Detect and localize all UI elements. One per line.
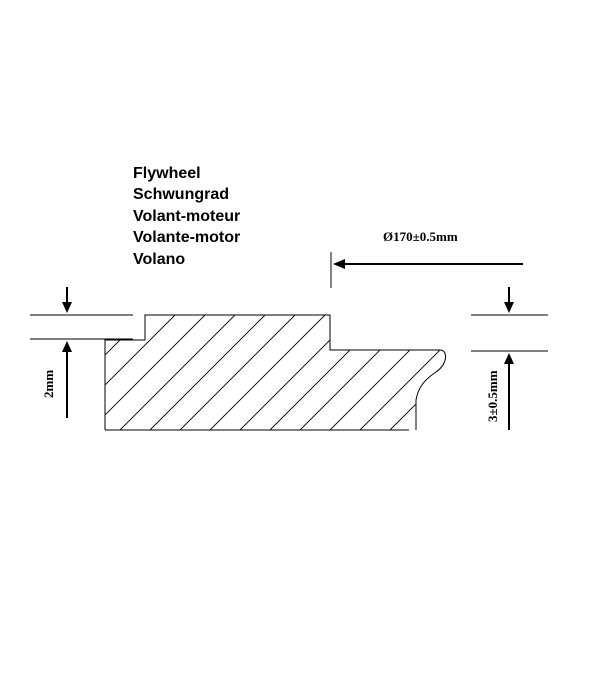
part-name-italian: Volano bbox=[133, 251, 185, 268]
diameter-label: Ø170±0.5mm bbox=[383, 229, 458, 244]
part-name-list: Flywheel Schwungrad Volant-moteur Volant… bbox=[133, 165, 240, 268]
left-step-label: 2mm bbox=[41, 370, 56, 398]
right-step-label: 3±0.5mm bbox=[485, 370, 500, 422]
diameter-dimension: Ø170±0.5mm bbox=[330, 229, 523, 288]
part-name-french: Volant-moteur bbox=[133, 208, 240, 225]
right-step-dimension: 3±0.5mm bbox=[471, 287, 548, 430]
left-step-dimension: 2mm bbox=[30, 287, 133, 418]
part-name-german: Schwungrad bbox=[133, 186, 229, 203]
flywheel-section-profile bbox=[104, 314, 446, 431]
left-arrowhead-bottom bbox=[62, 341, 72, 352]
part-name-spanish: Volante-motor bbox=[133, 229, 240, 246]
right-arrowhead-bottom bbox=[504, 353, 514, 364]
left-arrowhead-top bbox=[62, 302, 72, 313]
part-name-english: Flywheel bbox=[133, 165, 201, 182]
right-arrowhead-top bbox=[504, 302, 514, 313]
diameter-arrowhead bbox=[333, 259, 345, 269]
section-outline bbox=[104, 314, 446, 430]
section-hatching bbox=[105, 315, 446, 430]
